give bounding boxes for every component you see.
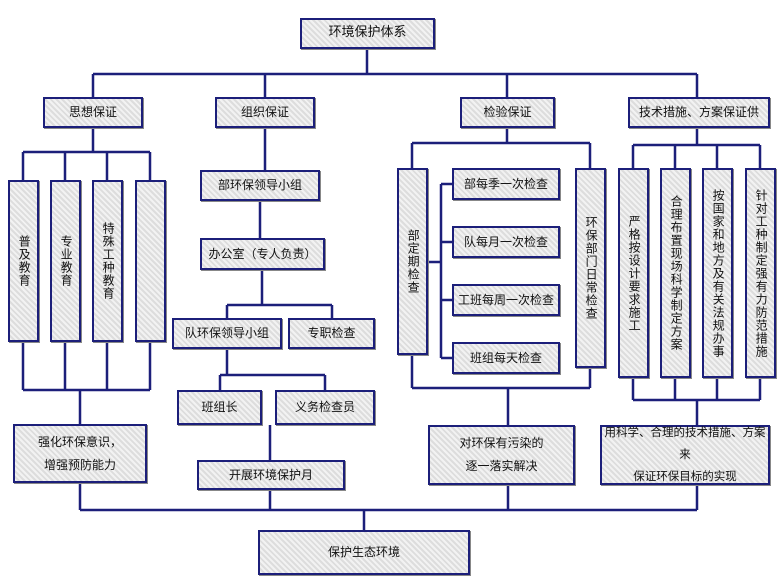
root-box: 环境保护体系	[300, 18, 435, 49]
tech-result: 用科学、合理的技术措施、方案来保证环保目标的实现	[600, 425, 770, 485]
tech-item: 合理布置现场科学制定方案	[660, 168, 691, 378]
result-line: 用科学、合理的技术措施、方案来	[604, 425, 766, 462]
check-dept: 部定期检查	[397, 168, 428, 355]
tech-item: 按国家和地方及有关法规办事	[702, 168, 733, 378]
thought-item: 特殊工种教育	[92, 180, 123, 342]
thought-item: 普及教育	[8, 180, 39, 342]
org-volunteer: 义务检查员	[275, 390, 375, 425]
tech-item: 严格按设计要求施工	[618, 168, 649, 378]
branch-organization: 组织保证	[215, 97, 315, 128]
thought-item: 专业教育	[50, 180, 81, 342]
check-daily: 环保部门日常检查	[575, 168, 606, 368]
thought-result: 强化环保意识， 增强预防能力	[13, 424, 147, 483]
branch-inspection: 检验保证	[460, 97, 555, 128]
branch-thought: 思想保证	[43, 97, 143, 128]
result-line: 逐一落实解决	[465, 459, 538, 473]
bottom-goal: 保护生态环境	[258, 530, 470, 575]
thought-item	[135, 180, 166, 342]
check-item: 部每季一次检查	[452, 168, 560, 200]
org-inspector: 专职检查	[288, 318, 375, 349]
result-line: 增强预防能力	[43, 457, 116, 472]
org-month: 开展环境保护月	[197, 460, 345, 490]
check-item: 班组每天检查	[452, 342, 560, 374]
result-line: 保证环保目标的实现	[633, 468, 737, 483]
result-line: 对环保有污染的	[459, 436, 544, 451]
branch-technical: 技术措施、方案保证供	[628, 97, 770, 128]
check-item: 队每月一次检查	[452, 226, 560, 258]
org-office: 办公室（专人负责）	[200, 238, 325, 270]
org-team-leader: 队环保领导小组	[172, 318, 282, 349]
check-result: 对环保有污染的逐一落实解决	[428, 425, 575, 485]
check-item: 工班每周一次检查	[452, 284, 560, 316]
org-leader: 部环保领导小组	[200, 170, 320, 201]
tech-item: 针对工种制定强有力防范措施	[745, 168, 776, 378]
org-group-leader: 班组长	[177, 390, 262, 425]
result-line: 强化环保意识，	[37, 434, 122, 449]
